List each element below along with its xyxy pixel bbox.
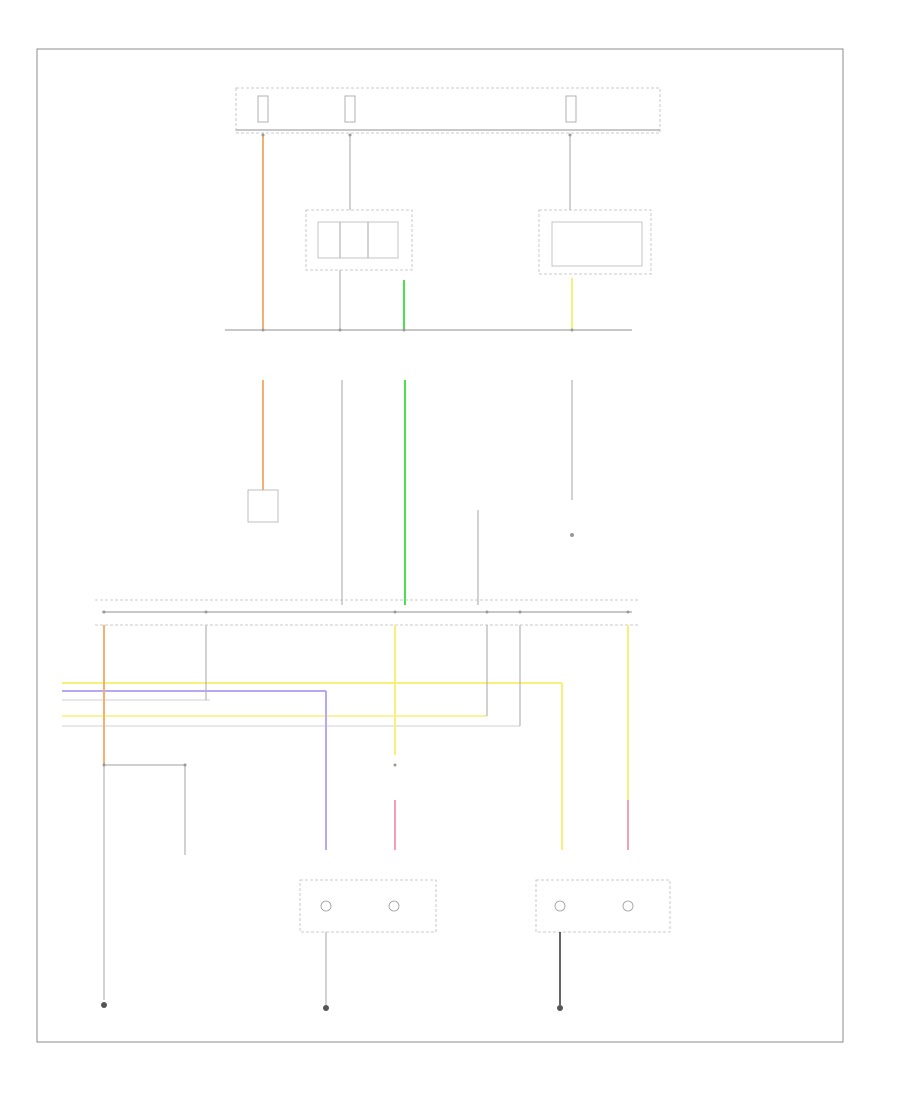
ground-symbol-top-right	[570, 533, 574, 537]
control-module	[538, 209, 652, 275]
diagram-frame	[36, 48, 844, 1043]
ground-right	[557, 1005, 563, 1011]
fuse-middle	[344, 95, 356, 123]
ground-left	[101, 1002, 107, 1008]
left-switch	[247, 489, 279, 523]
right-lamp	[535, 879, 671, 933]
fuse-block	[235, 87, 661, 134]
lower-connector	[95, 599, 640, 626]
relay-box	[305, 209, 413, 271]
fuse-right	[565, 95, 577, 123]
fuse-left	[257, 95, 269, 123]
ground-middle	[323, 1005, 329, 1011]
terminals	[102, 133, 630, 767]
left-lamp	[299, 879, 437, 933]
